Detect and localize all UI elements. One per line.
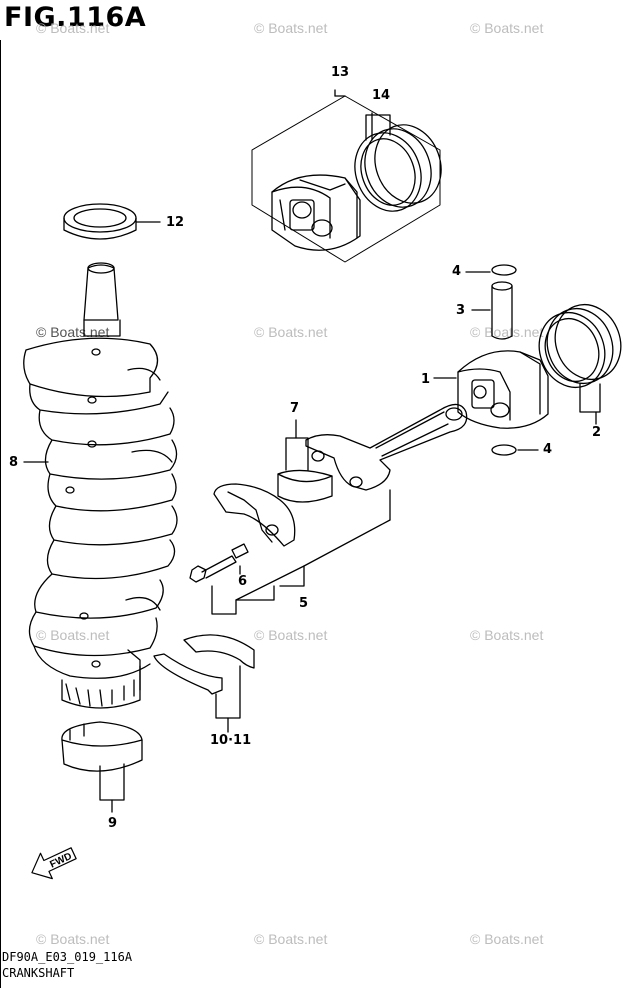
- watermark: © Boats.net: [254, 627, 328, 643]
- fwd-arrow-icon: FWD: [31, 847, 77, 880]
- circlip-top: [465, 264, 517, 276]
- part-number-9: 9: [108, 816, 118, 831]
- circlip-bottom: [491, 444, 539, 456]
- part-number-4a: 4: [452, 264, 462, 279]
- part-number-5: 5: [299, 596, 309, 611]
- watermark: © Boats.net: [36, 627, 110, 643]
- watermark: © Boats.net: [470, 20, 544, 36]
- watermark: © Boats.net: [254, 324, 328, 340]
- watermark: © Boats.net: [254, 20, 328, 36]
- piston-in-set: [271, 174, 361, 251]
- piston-pin: [471, 281, 513, 340]
- part-number-10-11: 10·11: [210, 733, 252, 748]
- part-number-3: 3: [456, 303, 466, 318]
- frame-border: [0, 40, 1, 988]
- crank-seal-ring: [63, 203, 161, 240]
- part-number-6: 6: [238, 574, 248, 589]
- piston-rings-in-set: [354, 112, 442, 212]
- footer-name: CRANKSHAFT: [2, 966, 75, 980]
- watermark: © Boats.net: [470, 931, 544, 947]
- piston: [433, 350, 549, 429]
- part-number-7: 7: [290, 401, 300, 416]
- piston-set-box: [251, 89, 441, 263]
- crankshaft: [23, 262, 178, 709]
- connecting-rod: [189, 403, 468, 615]
- piston-rings: [538, 304, 622, 425]
- part-number-8: 8: [9, 455, 19, 470]
- part-number-13: 13: [331, 65, 350, 80]
- part-number-1: 1: [421, 372, 431, 387]
- rod-bearing: [277, 419, 333, 503]
- footer-code: DF90A_E03_019_116A: [2, 950, 133, 964]
- part-number-2: 2: [592, 425, 602, 440]
- watermark: © Boats.net: [254, 931, 328, 947]
- watermark: © Boats.net: [470, 627, 544, 643]
- fwd-label: FWD: [48, 851, 73, 871]
- part-number-14: 14: [372, 88, 391, 103]
- figure-title: FIG.116A: [4, 2, 147, 33]
- watermark: © Boats.net: [36, 20, 110, 36]
- main-bearing: [61, 721, 143, 813]
- part-number-4b: 4: [543, 442, 553, 457]
- thrust-washers: [153, 634, 255, 733]
- watermark: © Boats.net: [470, 324, 544, 340]
- watermark: © Boats.net: [36, 931, 110, 947]
- part-number-12: 12: [166, 215, 185, 230]
